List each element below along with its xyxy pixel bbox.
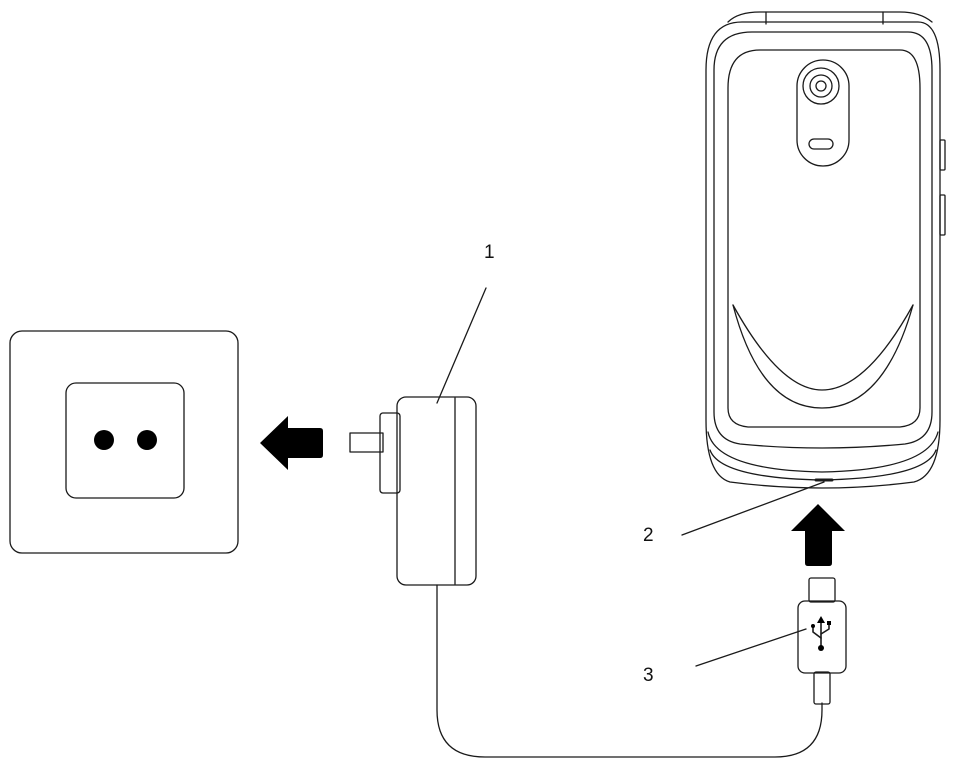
phone-bottom-edge [709,449,937,481]
phone-battery-cover [727,49,921,428]
mobile-phone [705,11,946,489]
usb-icon [811,616,831,651]
usb-plug-tip [808,577,836,603]
socket-hole-right [137,430,157,450]
socket-plate [9,330,239,554]
charger-body [396,396,477,586]
phone-bottom-band [707,431,939,473]
usb-connector-body [797,600,847,674]
phone-hinge-top [727,11,933,23]
charger-cable [436,584,823,758]
arrow-left-icon [260,416,323,470]
phone-back-curve-inner [732,304,914,391]
phone-side-key-lower [939,194,946,236]
socket-insert [65,382,185,499]
phone-back-cover [713,31,933,449]
flash-icon [808,138,834,150]
leader-line-3 [695,628,807,667]
camera-lens-core [815,80,827,92]
arrow-up-icon [791,504,845,566]
charger-adapter [349,396,477,586]
charger-prong [349,432,384,453]
wall-socket [9,330,239,554]
charger-plug-base [379,412,401,494]
callout-2: 2 [643,525,654,546]
leader-line-2 [681,481,825,536]
camera-housing [796,59,850,167]
leader-line-1 [436,287,487,404]
usb-connector [797,577,847,705]
camera-lens-outer [802,67,840,105]
usb-cable-strain-relief [813,671,831,705]
camera-lens-inner [809,74,833,98]
phone-side-key-upper [939,139,946,171]
phone-outer-shell [705,21,941,489]
callout-1: 1 [484,242,495,263]
callout-3: 3 [643,665,654,686]
phone-back-curve-outer [732,304,914,409]
socket-hole-left [94,430,114,450]
